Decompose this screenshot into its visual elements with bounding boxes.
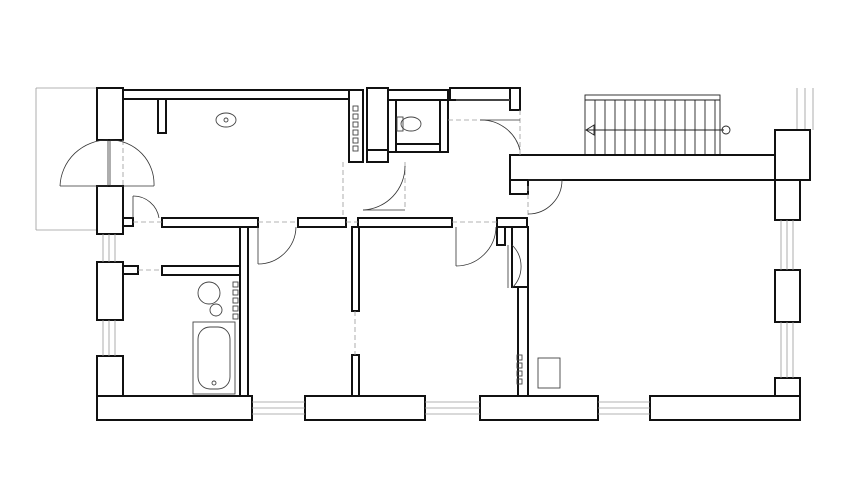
wall-top-pier-2 xyxy=(366,87,389,151)
wall-bath-top xyxy=(161,265,241,276)
door-swing-icon xyxy=(132,195,160,219)
door-swing-icon xyxy=(479,119,521,151)
wall-wc-left xyxy=(387,99,397,153)
door-swing-icon xyxy=(362,165,406,211)
wall-top-left-pier xyxy=(96,87,124,141)
wall-top-right-pier xyxy=(509,87,521,111)
wall-landing-stub xyxy=(509,179,529,195)
door-swing-icon xyxy=(455,226,497,267)
window-left-1 xyxy=(102,234,116,262)
windows xyxy=(102,99,794,415)
wall-corridor-4 xyxy=(496,217,528,228)
window-bottom-3 xyxy=(598,401,650,415)
wall-top-main xyxy=(122,89,350,100)
door-openings xyxy=(122,110,529,355)
wall-stair-landing xyxy=(509,154,811,181)
wall-bath-stub xyxy=(122,265,139,275)
radiator-icon xyxy=(232,281,239,320)
wall-wc-right xyxy=(439,99,449,153)
wall-room-divider-1 xyxy=(239,226,249,397)
wall-right-pier-2 xyxy=(774,269,801,323)
wall-bottom-1 xyxy=(96,395,253,421)
wall-wc-bottom-left xyxy=(366,149,389,163)
bathtub-icon xyxy=(192,321,236,395)
stair-treads xyxy=(594,100,716,157)
staircase xyxy=(584,94,731,158)
wall-right-pier-1 xyxy=(774,179,801,221)
radiators xyxy=(232,105,523,385)
wall-corridor-stub-left xyxy=(122,217,134,227)
wall-left-pier-1 xyxy=(96,185,124,235)
wall-bottom-2 xyxy=(304,395,426,421)
wall-room-divider-3 xyxy=(517,286,529,397)
wall-wc-bottom xyxy=(395,143,441,153)
wall-room-divider-2-top xyxy=(351,226,360,312)
wall-bottom-3 xyxy=(479,395,599,421)
window-bottom-1 xyxy=(252,401,305,415)
wall-closet-left xyxy=(496,226,506,246)
right-exterior-lines xyxy=(796,88,814,130)
door-swing-icon xyxy=(527,179,563,215)
window-right-2 xyxy=(780,322,794,378)
sink-icon xyxy=(197,281,223,317)
walls xyxy=(96,87,811,421)
wall-corridor-2 xyxy=(297,217,347,228)
wall-room-divider-2-bottom xyxy=(351,354,360,397)
wall-stub-1 xyxy=(157,98,167,134)
wall-wc-top xyxy=(387,89,449,101)
radiator-icon xyxy=(516,354,523,385)
door-swing-icon xyxy=(59,139,155,187)
door-swing-icon xyxy=(257,226,297,265)
wall-shaft-pier xyxy=(348,89,364,163)
fixtures xyxy=(192,112,561,395)
appliance-outline xyxy=(537,357,561,389)
toilet-icon xyxy=(396,116,422,132)
radiator-icon xyxy=(352,105,359,152)
window-right-1 xyxy=(780,220,794,270)
balcony-outline xyxy=(35,87,96,231)
window-bottom-2 xyxy=(425,401,480,415)
wall-bottom-4 xyxy=(649,395,801,421)
wall-right-top-pier xyxy=(774,129,811,181)
wall-corridor-1 xyxy=(161,217,259,228)
stair-direction-arrow-icon xyxy=(585,124,595,136)
stair-start-marker xyxy=(721,125,731,135)
wall-corridor-3 xyxy=(357,217,453,228)
doors xyxy=(59,119,563,289)
wall-left-pier-2 xyxy=(96,261,124,321)
door-swing-icon xyxy=(507,244,522,289)
window-left-2 xyxy=(102,320,116,356)
sink-icon xyxy=(215,112,237,128)
